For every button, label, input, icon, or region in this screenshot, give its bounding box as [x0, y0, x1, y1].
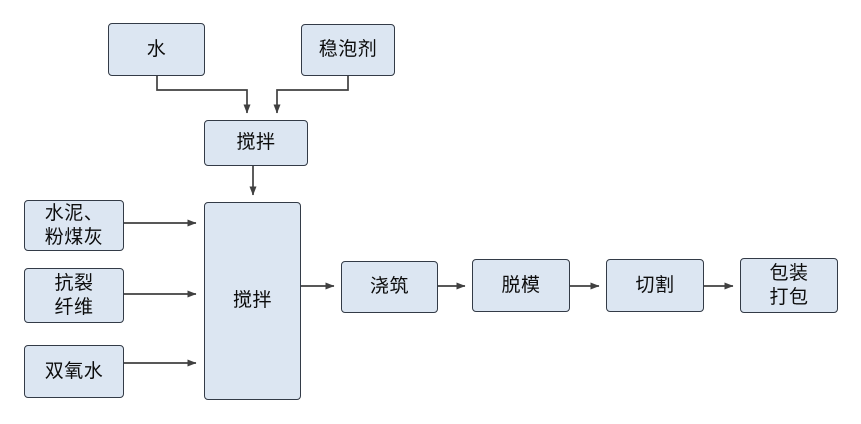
edge-stabilizer-to-mix1	[273, 76, 349, 114]
node-demold[interactable]: 脱模	[472, 259, 570, 312]
edge-water-to-mix1	[156, 76, 251, 114]
node-mix2[interactable]: 搅拌	[204, 202, 301, 400]
node-packaging[interactable]: 包装 打包	[740, 258, 838, 313]
node-cement[interactable]: 水泥、 粉煤灰	[24, 200, 124, 251]
node-cutting[interactable]: 切割	[606, 259, 704, 312]
node-water[interactable]: 水	[108, 23, 205, 76]
node-mix1[interactable]: 搅拌	[204, 120, 308, 166]
node-peroxide[interactable]: 双氧水	[24, 345, 124, 398]
node-fiber[interactable]: 抗裂 纤维	[24, 268, 124, 323]
node-casting[interactable]: 浇筑	[341, 261, 438, 313]
node-stabilizer[interactable]: 稳泡剂	[301, 24, 395, 76]
